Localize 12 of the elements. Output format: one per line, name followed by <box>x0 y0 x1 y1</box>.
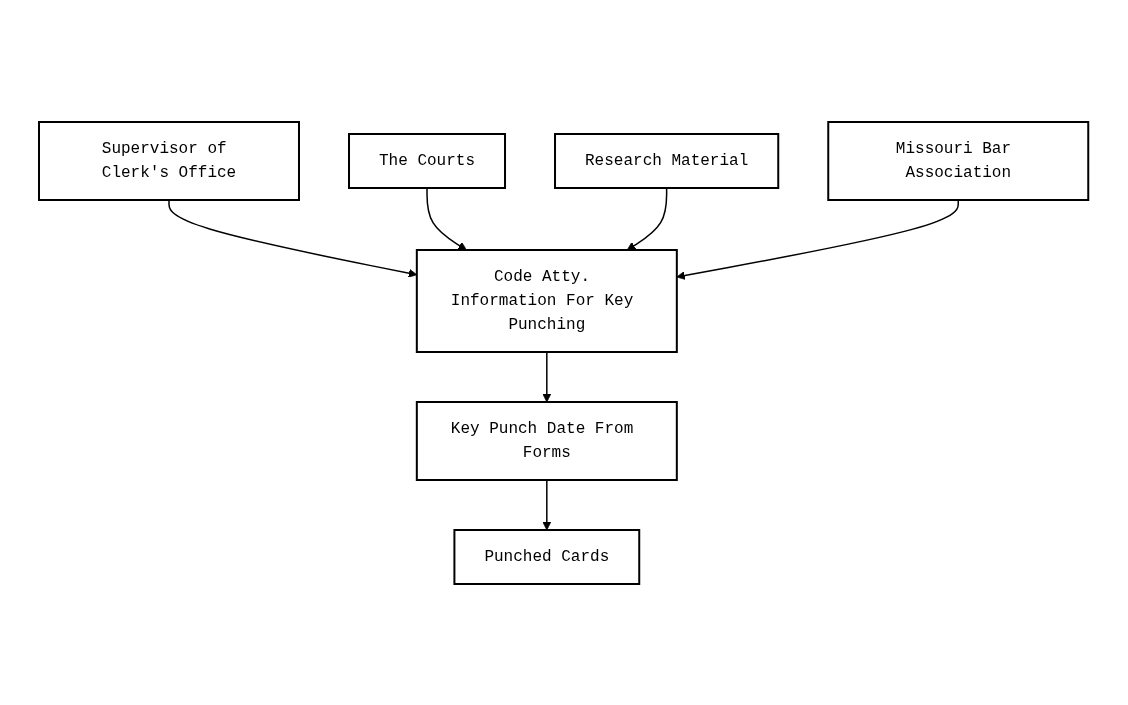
arrow <box>542 478 552 530</box>
node-box: The Courts <box>348 132 507 189</box>
node-box: Key Punch Date From Forms <box>416 400 679 481</box>
node-box: Code Atty. Information For Key Punching <box>416 248 679 353</box>
node-box: Research Material <box>554 132 780 189</box>
arrow <box>627 186 668 250</box>
arrow <box>426 186 468 250</box>
node-box: Punched Cards <box>453 528 641 585</box>
node-box: Missouri Bar Association <box>827 120 1090 201</box>
arrow <box>168 198 418 278</box>
arrow <box>542 350 552 402</box>
node-box: Supervisor of Clerk's Office <box>38 120 301 201</box>
